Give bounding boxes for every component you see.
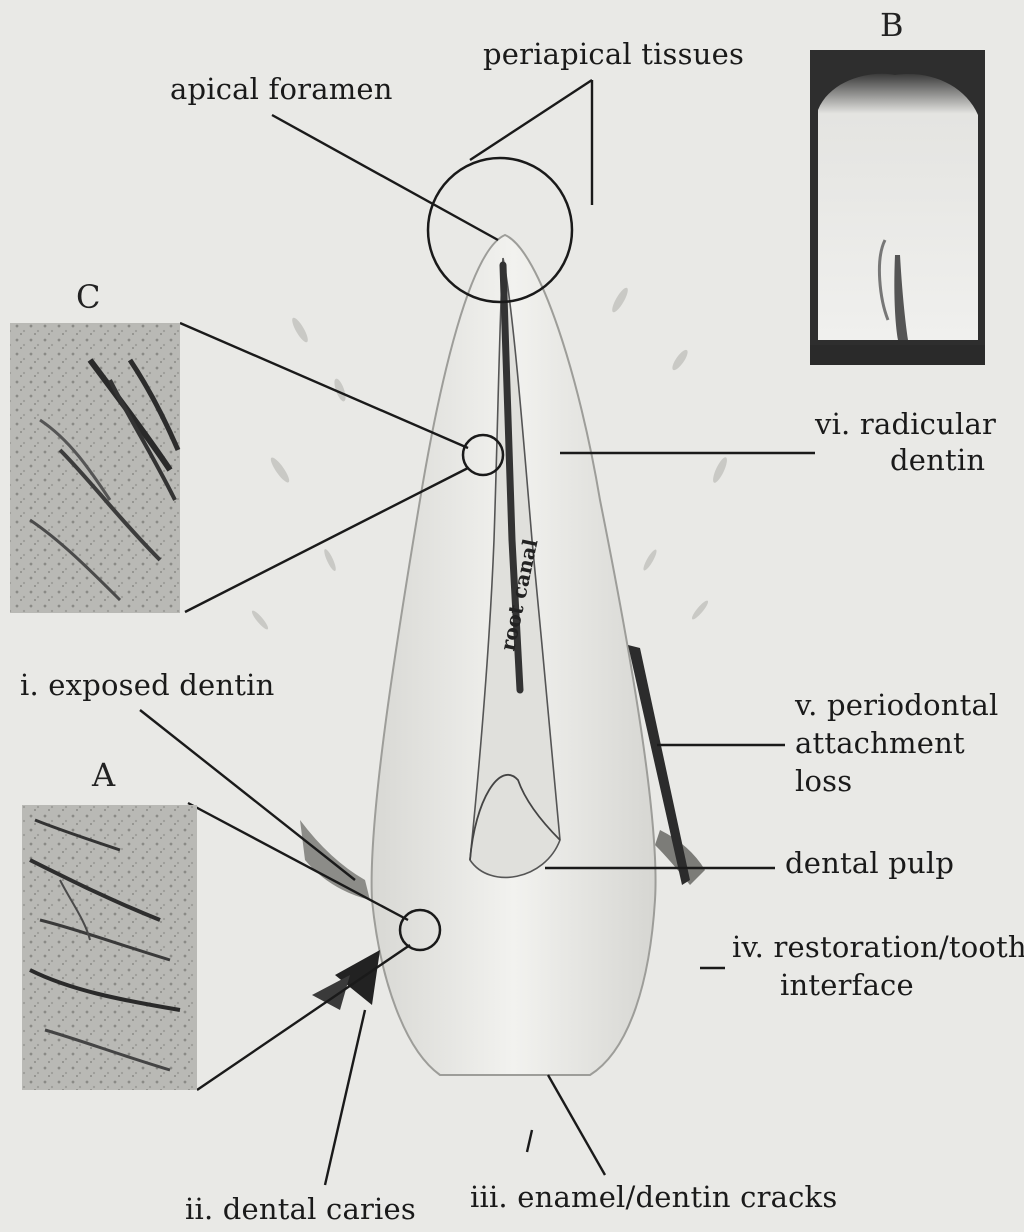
caries-arrow-back bbox=[312, 975, 350, 1010]
panel-a-letter: A bbox=[92, 756, 115, 794]
label-radicular-dentin-line2: dentin bbox=[890, 443, 985, 477]
panel-a-micrograph bbox=[22, 805, 197, 1090]
label-restoration-line2: interface bbox=[780, 968, 914, 1002]
label-periodontal-line1: v. periodontal bbox=[795, 688, 998, 722]
label-radicular-dentin-line1: vi. radicular bbox=[815, 407, 996, 441]
label-dental-pulp: dental pulp bbox=[785, 846, 954, 880]
gingiva-left bbox=[300, 820, 370, 900]
label-periodontal-line2: attachment bbox=[795, 726, 965, 760]
panel-b-incisor-photo bbox=[810, 50, 985, 365]
panel-c-letter: C bbox=[76, 278, 100, 316]
label-enamel-cracks: iii. enamel/dentin cracks bbox=[470, 1180, 837, 1214]
label-apical-foramen: apical foramen bbox=[170, 72, 393, 106]
label-periodontal-line3: loss bbox=[795, 764, 852, 798]
label-exposed-dentin: i. exposed dentin bbox=[20, 668, 275, 702]
panel-c-micrograph bbox=[10, 323, 180, 613]
label-dental-caries: ii. dental caries bbox=[185, 1192, 416, 1226]
label-restoration-line1: iv. restoration/tooth bbox=[732, 930, 1024, 964]
label-periapical-tissues: periapical tissues bbox=[483, 37, 744, 71]
panel-b-letter: B bbox=[880, 6, 904, 44]
